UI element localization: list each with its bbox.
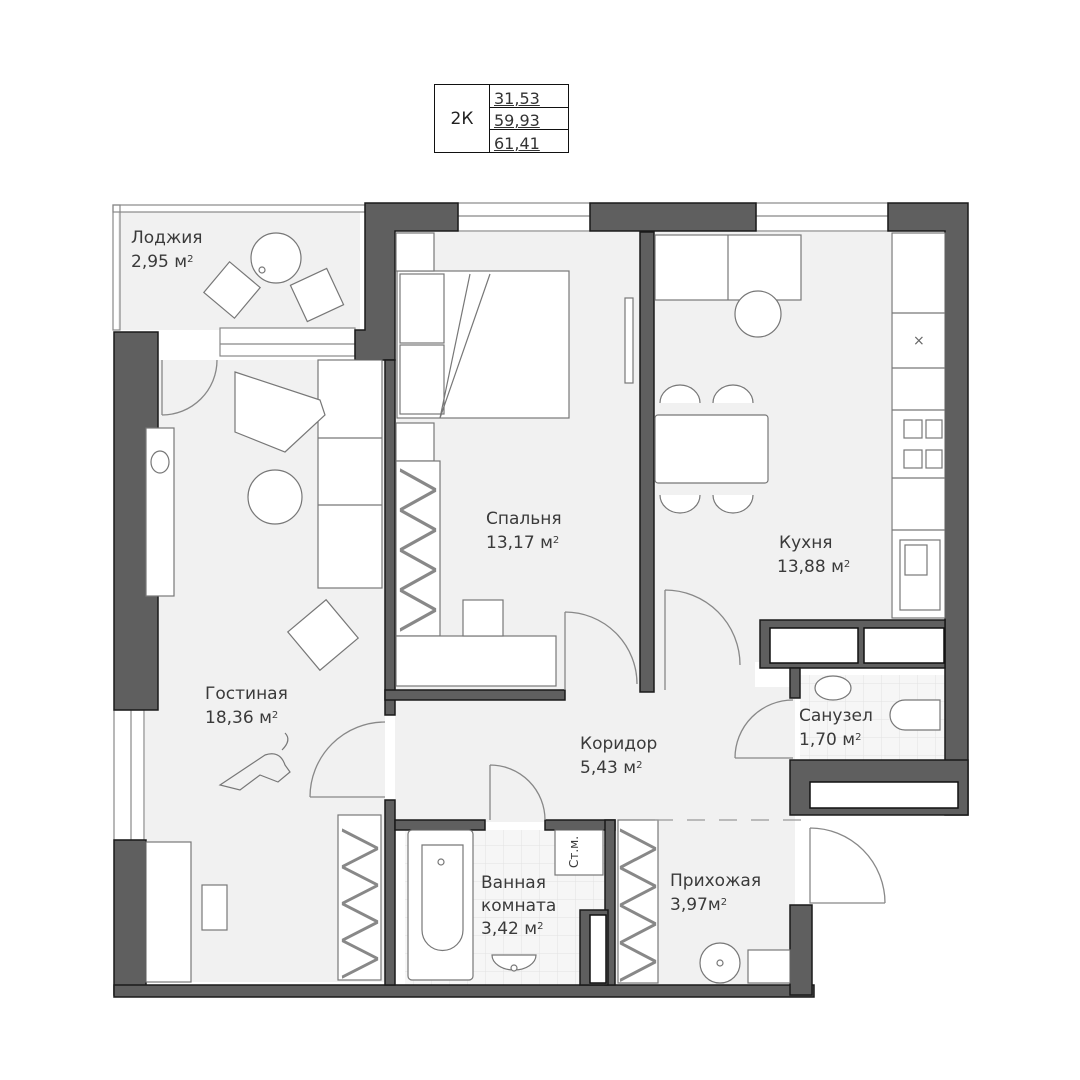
loggia-door [161, 359, 218, 416]
room-label-bedroom: Спальня 13,17 м2 [486, 508, 562, 556]
living-door [309, 721, 386, 798]
dog-illustration [218, 732, 291, 791]
room-name: Гостиная [205, 684, 288, 704]
room-name: Лоджия [131, 228, 203, 248]
bedroom-door [564, 611, 638, 690]
kitchen-door [664, 589, 741, 690]
room-label-corridor: Коридор 5,43 м2 [580, 733, 657, 781]
bathroom-door [489, 764, 546, 821]
room-area: 3,97м2 [670, 894, 728, 915]
room-name: Кухня [779, 533, 833, 553]
room-area: 13,17 м2 [486, 532, 560, 553]
area-with-loggia-value: 61,41 [494, 134, 540, 154]
room-name-line1: Ванная [481, 873, 546, 893]
room-label-loggia: Лоджия 2,95 м2 [131, 227, 203, 275]
kitchen-furniture [654, 232, 946, 619]
room-area: 13,88 м2 [777, 556, 851, 577]
doors [161, 359, 886, 904]
room-area: 5,43 м2 [580, 757, 643, 778]
room-label-toilet: Санузел 1,70 м2 [799, 705, 873, 753]
room-name: Коридор [580, 734, 658, 754]
toilet-door [734, 699, 794, 759]
area-values: 31,53 59,93 61,41 [490, 85, 568, 152]
room-label-living: Гостиная 18,36 м2 [205, 683, 288, 731]
apartment-summary: 2К 31,53 59,93 61,41 [434, 84, 569, 153]
total-area-value: 59,93 [490, 108, 568, 131]
living-room-furniture [145, 359, 383, 983]
living-area-value: 31,53 [490, 85, 568, 108]
room-area: 3,42 м2 [481, 918, 544, 939]
built-in-closets [589, 627, 959, 984]
washing-machine-label: Ст.м. [567, 835, 581, 868]
bedroom-furniture [395, 232, 634, 687]
room-name: Спальня [486, 509, 562, 529]
apartment-type: 2К [435, 85, 490, 152]
room-name: Прихожая [670, 871, 762, 891]
room-area: 18,36 м2 [205, 707, 279, 728]
room-label-bathroom: Ванная комната 3,42 м2 [481, 872, 556, 941]
windows [113, 202, 889, 841]
entrance-door [809, 827, 886, 904]
room-name-line2: комната [481, 895, 557, 916]
room-label-hallway: Прихожая 3,97м2 [670, 870, 761, 918]
hood-x-icon: × [913, 333, 925, 349]
room-area: 1,70 м2 [799, 729, 862, 750]
room-name: Санузел [799, 706, 873, 726]
loggia-furniture [202, 232, 345, 323]
room-area: 2,95 м2 [131, 251, 194, 272]
room-label-kitchen: Кухня 13,88 м2 [777, 532, 850, 580]
bathroom-fixtures [407, 675, 941, 981]
